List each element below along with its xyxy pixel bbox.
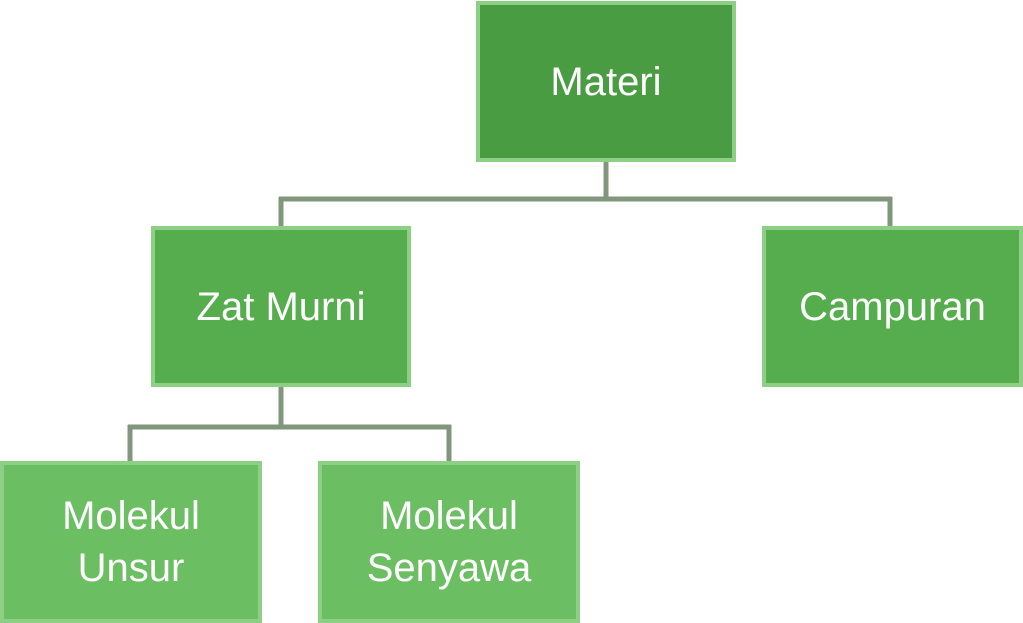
node-zat-murni: Zat Murni (151, 226, 411, 387)
node-zat-murni-label: Zat Murni (196, 284, 366, 329)
node-molekul-unsur-line-2: Unsur (77, 546, 185, 590)
node-campuran-label: Campuran (799, 284, 986, 329)
node-molekul-unsur: Molekul Unsur (0, 461, 262, 623)
node-molekul-senyawa: Molekul Senyawa (318, 461, 580, 623)
node-materi-label: Materi (550, 59, 662, 104)
node-molekul-unsur-line-1: Molekul (62, 494, 200, 538)
node-molekul-senyawa-line-1: Molekul (380, 494, 518, 538)
node-materi: Materi (476, 1, 736, 162)
node-molekul-senyawa-line-2: Senyawa (366, 546, 532, 590)
node-campuran: Campuran (762, 226, 1023, 387)
